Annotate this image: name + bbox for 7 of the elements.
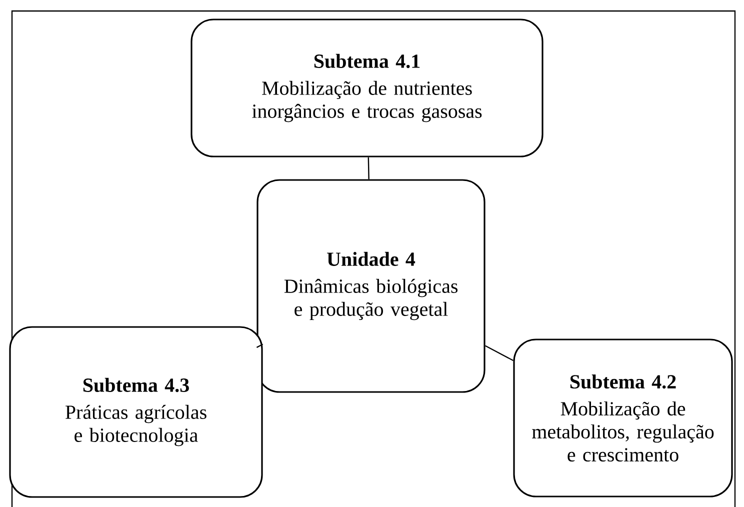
connector-line [256, 344, 264, 348]
topic-box: Unidade 4 Dinâmicas biológicas e produção vegetal [256, 179, 486, 393]
topic-box: Subtema 4.1 Mobilização de nutrientes inorgâncios e trocas gasosas [190, 18, 544, 158]
topic-box: Subtema 4.3 Práticas agrícolas e biotecnologia [9, 326, 263, 498]
connector-line [368, 157, 370, 180]
connector-line [485, 345, 514, 362]
topic-box: Subtema 4.2 Mobilização de metabolitos, regulação e crescimento [513, 338, 733, 498]
